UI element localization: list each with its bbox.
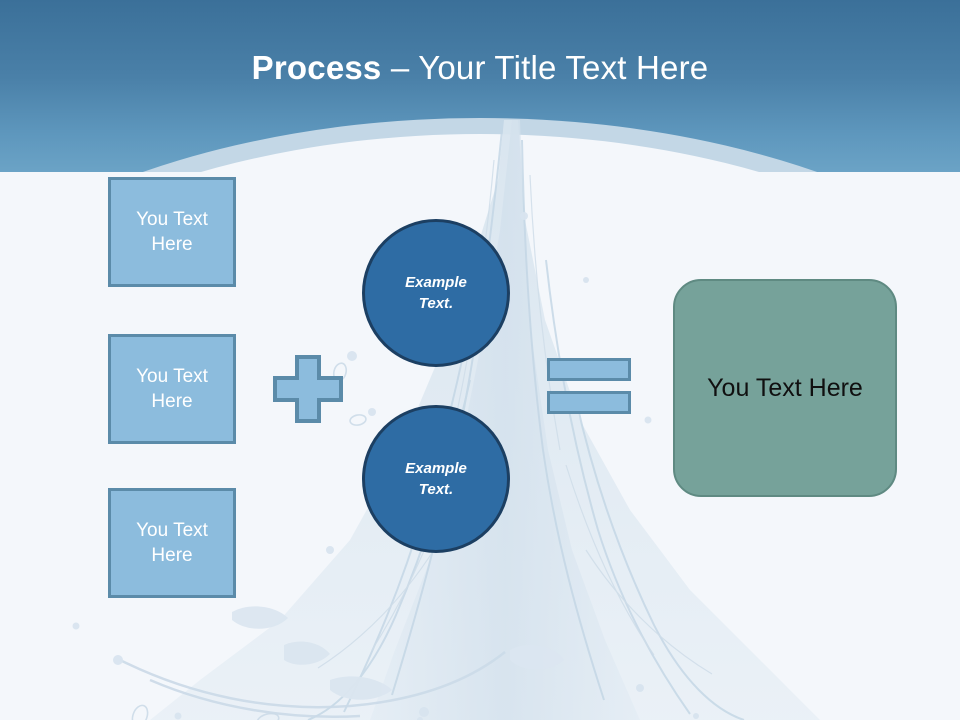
process-circle-2-line2: Text. bbox=[418, 481, 454, 498]
page-title-bold: Process bbox=[251, 49, 382, 86]
page-title-separator: – bbox=[381, 49, 419, 86]
input-box-2-line1: You Text bbox=[136, 366, 208, 387]
input-box-1-line2: Here bbox=[151, 234, 193, 255]
plus-icon bbox=[273, 355, 343, 423]
process-circle-1-text: Example Text. bbox=[405, 272, 467, 314]
input-box-3-text: You Text Here bbox=[136, 518, 208, 568]
page-title-regular: Your Title Text Here bbox=[418, 49, 709, 86]
equals-icon bbox=[547, 358, 631, 420]
process-circle-1-line1: Example bbox=[405, 274, 467, 291]
input-box-2-line2: Here bbox=[151, 391, 193, 412]
process-circle-2-text: Example Text. bbox=[405, 458, 467, 500]
equals-icon-bar-bottom bbox=[547, 391, 631, 414]
result-box[interactable]: You Text Here bbox=[673, 279, 897, 497]
input-box-1-text: You Text Here bbox=[136, 207, 208, 257]
input-box-1[interactable]: You Text Here bbox=[108, 177, 236, 287]
result-box-label: You Text Here bbox=[707, 374, 863, 402]
input-box-2[interactable]: You Text Here bbox=[108, 334, 236, 444]
input-box-3-line1: You Text bbox=[136, 520, 208, 541]
process-circle-1[interactable]: Example Text. bbox=[362, 219, 510, 367]
header-white-curve bbox=[0, 134, 960, 172]
input-box-3-line2: Here bbox=[151, 545, 193, 566]
process-circle-1-line2: Text. bbox=[418, 295, 454, 312]
process-circle-2[interactable]: Example Text. bbox=[362, 405, 510, 553]
equals-icon-bar-top bbox=[547, 358, 631, 381]
input-box-1-line1: You Text bbox=[136, 209, 208, 230]
input-box-2-text: You Text Here bbox=[136, 364, 208, 414]
process-circle-2-line1: Example bbox=[405, 460, 467, 477]
page-title: Process – Your Title Text Here bbox=[0, 48, 960, 88]
input-box-3[interactable]: You Text Here bbox=[108, 488, 236, 598]
